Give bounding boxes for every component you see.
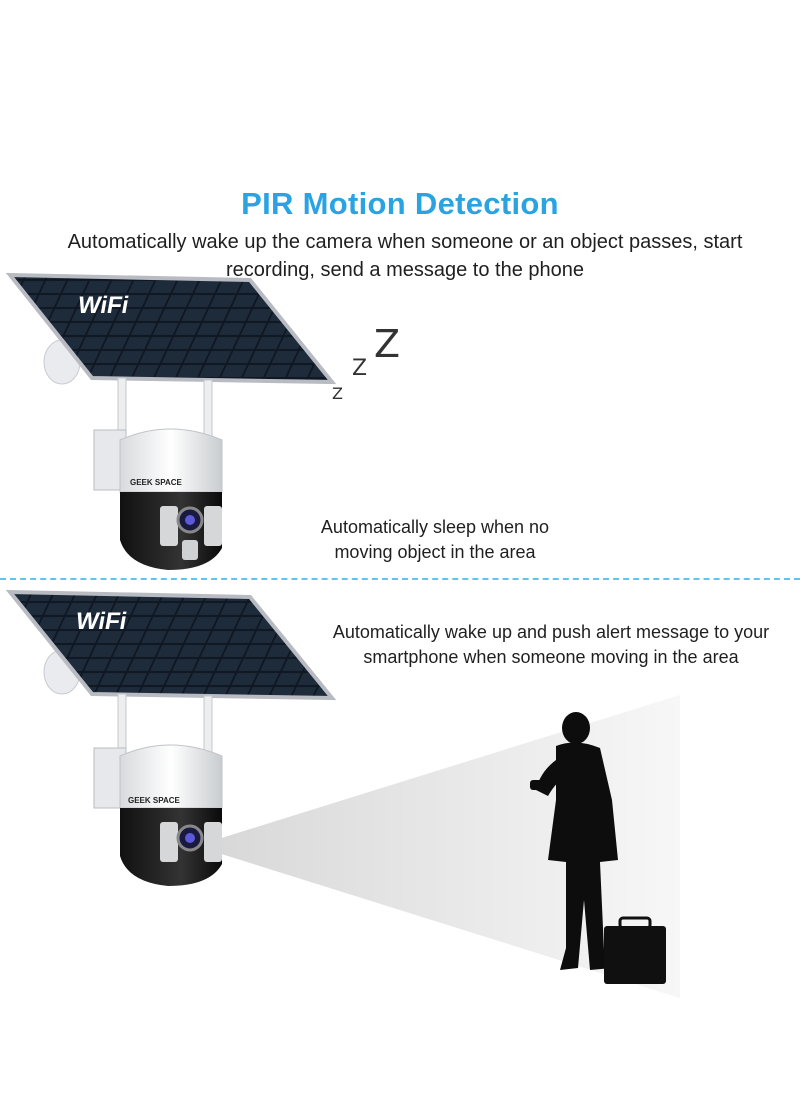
solar-panel <box>5 272 337 385</box>
brand-label-top: GEEK SPACE <box>130 478 182 487</box>
camera-body <box>119 744 223 809</box>
sleep-z-large: Z <box>374 322 401 366</box>
page-title: PIR Motion Detection <box>241 186 559 221</box>
led-array <box>160 822 178 862</box>
wake-caption: Automatically wake up and push alert mes… <box>332 622 770 667</box>
sleep-z-small: Z <box>332 384 343 403</box>
led-array <box>204 822 222 862</box>
antenna <box>117 693 127 757</box>
antenna <box>203 695 213 757</box>
solar-panel <box>5 589 337 701</box>
page-subtitle: Automatically wake up the camera when so… <box>67 231 743 281</box>
camera-body <box>119 428 223 493</box>
briefcase <box>604 926 666 984</box>
pir-sensor <box>182 540 198 560</box>
section-divider <box>0 578 800 580</box>
sleep-z-medium: Z <box>352 356 368 381</box>
panel-label-bottom: WiFi <box>73 608 129 635</box>
brand-label-bottom: GEEK SPACE <box>128 796 180 805</box>
led-array <box>204 506 222 546</box>
sleep-caption: Automatically sleep when no moving objec… <box>320 517 550 562</box>
led-array <box>160 506 178 546</box>
person-silhouette <box>530 712 618 970</box>
